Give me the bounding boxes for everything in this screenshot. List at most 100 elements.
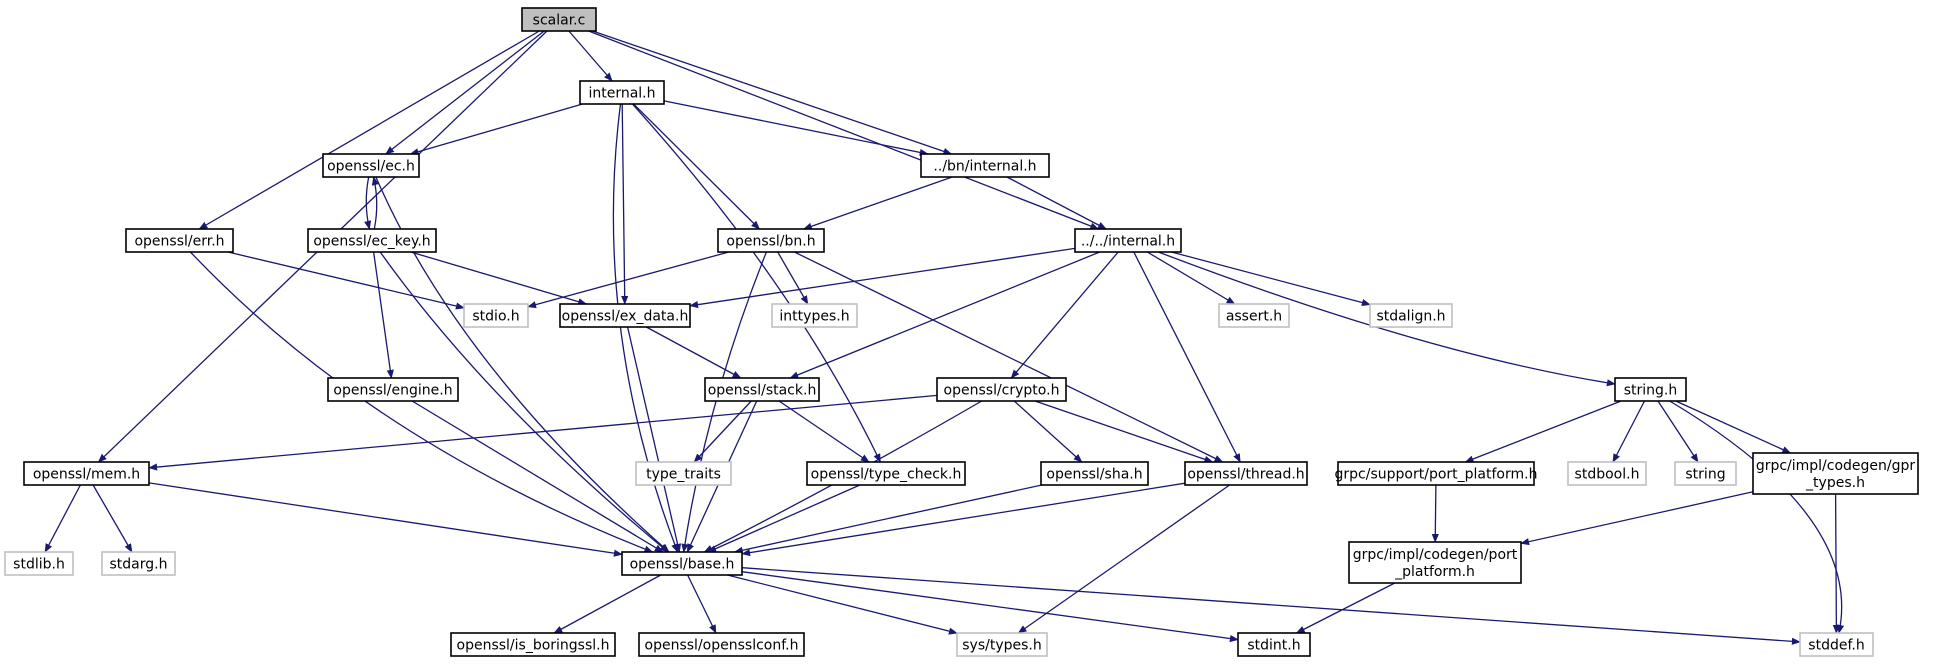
- edge-openssl-ec-key-h-to-openssl-base-h: [379, 251, 669, 553]
- node-openssl-ec-h[interactable]: openssl/ec.h: [322, 153, 420, 178]
- node-box: [1074, 228, 1182, 253]
- node-label: grpc/support/port_platform.h: [1335, 467, 1538, 483]
- node-openssl-ec-key-h[interactable]: openssl/ec_key.h: [307, 228, 437, 253]
- edge-up-internal-h-to-assert-h: [1146, 251, 1236, 305]
- node-label: openssl/type_check.h: [811, 467, 962, 483]
- node-up-internal-h[interactable]: ../../internal.h: [1074, 228, 1182, 253]
- node-label: openssl/engine.h: [333, 383, 452, 399]
- node-openssl-crypto-h[interactable]: openssl/crypto.h: [936, 377, 1067, 402]
- edge-openssl-crypto-h-to-openssl-mem-h: [148, 394, 938, 471]
- node-box: [463, 303, 529, 328]
- node-box: [4, 551, 74, 576]
- node-grpc-port-platform-h[interactable]: grpc/impl/codegen/port_platform.h: [1348, 541, 1522, 584]
- node-box: [101, 551, 176, 576]
- edge-up-internal-h-to-stdalign-h: [1171, 251, 1371, 307]
- node-label: openssl/opensslconf.h: [645, 638, 799, 654]
- node-box: [635, 461, 732, 486]
- edge-openssl-sha-h-to-openssl-base-h: [733, 484, 1042, 554]
- node-openssl-is-boringssl-h[interactable]: openssl/is_boringssl.h: [450, 632, 616, 657]
- node-box: [1184, 461, 1308, 486]
- node-openssl-thread-h[interactable]: openssl/thread.h: [1184, 461, 1308, 486]
- node-label: openssl/base.h: [630, 557, 735, 573]
- node-label: grpc/impl/codegen/port: [1353, 547, 1518, 563]
- node-layer: scalar.c internal.h openssl/ec.h ../bn/inte…: [4, 7, 1919, 657]
- node-label: stddef.h: [1808, 638, 1864, 654]
- edge-openssl-stack-h-to-openssl-type-check-h: [778, 400, 870, 463]
- edge-openssl-base-h-to-stdint-h: [741, 571, 1239, 643]
- node-label: openssl/ex_data.h: [562, 309, 689, 325]
- node-box: [307, 228, 437, 253]
- node-scalar-c[interactable]: scalar.c: [521, 7, 597, 32]
- node-label: sys/types.h: [962, 638, 1041, 654]
- node-label: openssl/crypto.h: [944, 383, 1060, 399]
- node-label: openssl/stack.h: [708, 383, 817, 399]
- edge-openssl-bn-h-to-stdio-h: [527, 251, 729, 309]
- edge-openssl-err-h-to-stdio-h: [227, 251, 465, 310]
- node-label: stdarg.h: [110, 557, 168, 573]
- edge-openssl-type-check-h-to-openssl-base-h: [707, 484, 861, 553]
- node-bn-internal-h[interactable]: ../bn/internal.h: [920, 153, 1050, 178]
- node-box: [1369, 303, 1453, 328]
- edge-string-h-to-stddef-h: [1669, 400, 1845, 634]
- node-box: [1040, 461, 1149, 486]
- node-label: grpc/impl/codegen/gpr: [1756, 458, 1916, 474]
- node-box: [579, 80, 665, 105]
- node-openssl-err-h[interactable]: openssl/err.h: [125, 228, 234, 253]
- node-openssl-bn-h[interactable]: openssl/bn.h: [717, 228, 825, 253]
- node-string-h[interactable]: string.h: [1614, 377, 1687, 402]
- node-stdalign-h: stdalign.h: [1369, 303, 1453, 328]
- node-label: stdlib.h: [13, 557, 65, 573]
- node-label: ../bn/internal.h: [933, 159, 1036, 175]
- node-label: inttypes.h: [779, 309, 849, 325]
- edge-openssl-ec-key-h-to-openssl-ex-data-h: [410, 251, 588, 306]
- edge-openssl-ex-data-h-to-openssl-stack-h: [645, 326, 742, 379]
- node-openssl-opensslconf-h[interactable]: openssl/opensslconf.h: [638, 632, 805, 657]
- edge-up-internal-h-to-openssl-crypto-h: [1010, 251, 1119, 379]
- node-box: [1337, 461, 1535, 486]
- edge-up-internal-h-to-string-h: [1158, 251, 1616, 387]
- node-label: _types.h: [1805, 475, 1865, 491]
- node-label: _platform.h: [1394, 564, 1475, 580]
- node-box: [1752, 452, 1919, 495]
- node-label: openssl/ec.h: [327, 159, 415, 175]
- node-openssl-ex-data-h[interactable]: openssl/ex_data.h: [559, 303, 691, 328]
- edge-layer: [44, 30, 1845, 645]
- node-openssl-mem-h[interactable]: openssl/mem.h: [23, 461, 150, 486]
- node-internal-h[interactable]: internal.h: [579, 80, 665, 105]
- node-label: stdint.h: [1247, 638, 1300, 654]
- node-openssl-base-h[interactable]: openssl/base.h: [621, 551, 743, 576]
- edge-openssl-ec-h-to-openssl-base-h: [375, 176, 670, 553]
- node-label: openssl/is_boringssl.h: [457, 638, 610, 654]
- node-label: string.h: [1624, 383, 1678, 399]
- node-box: [559, 303, 691, 328]
- edge-scalar-c-to-bn-internal-h: [592, 30, 953, 155]
- node-stdint-h[interactable]: stdint.h: [1237, 632, 1311, 657]
- node-openssl-engine-h[interactable]: openssl/engine.h: [327, 377, 459, 402]
- edge-grpc-port-platform-h-to-stdint-h: [1295, 582, 1396, 634]
- node-grpc-support-port-platform-h[interactable]: grpc/support/port_platform.h: [1335, 461, 1538, 486]
- edge-openssl-base-h-to-openssl-opensslconf-h: [687, 574, 717, 634]
- node-type-traits: type_traits: [635, 461, 732, 486]
- node-string: string: [1674, 461, 1737, 486]
- node-openssl-stack-h[interactable]: openssl/stack.h: [704, 377, 820, 402]
- node-openssl-type-check-h[interactable]: openssl/type_check.h: [806, 461, 966, 486]
- node-stddef-h: stddef.h: [1799, 632, 1874, 657]
- edge-openssl-crypto-h-to-openssl-sha-h: [1013, 400, 1083, 463]
- node-box: [771, 303, 858, 328]
- node-box: [717, 228, 825, 253]
- node-box: [621, 551, 743, 576]
- node-sys-types-h: sys/types.h: [956, 632, 1048, 657]
- edge-openssl-ec-key-h-to-openssl-ec-h: [371, 176, 379, 230]
- node-box: [1614, 377, 1687, 402]
- node-box: [704, 377, 820, 402]
- node-grpc-gpr-types-h[interactable]: grpc/impl/codegen/gpr_types.h: [1752, 452, 1919, 495]
- edge-bn-internal-h-to-up-internal-h: [1006, 176, 1107, 230]
- node-openssl-sha-h[interactable]: openssl/sha.h: [1040, 461, 1149, 486]
- node-label: openssl/err.h: [134, 234, 224, 250]
- edge-scalar-c-to-openssl-err-h: [198, 30, 540, 230]
- node-box: [1348, 541, 1522, 584]
- node-label: scalar.c: [533, 13, 586, 29]
- edge-scalar-c-to-up-internal-h: [588, 30, 1100, 230]
- node-box: [1218, 303, 1290, 328]
